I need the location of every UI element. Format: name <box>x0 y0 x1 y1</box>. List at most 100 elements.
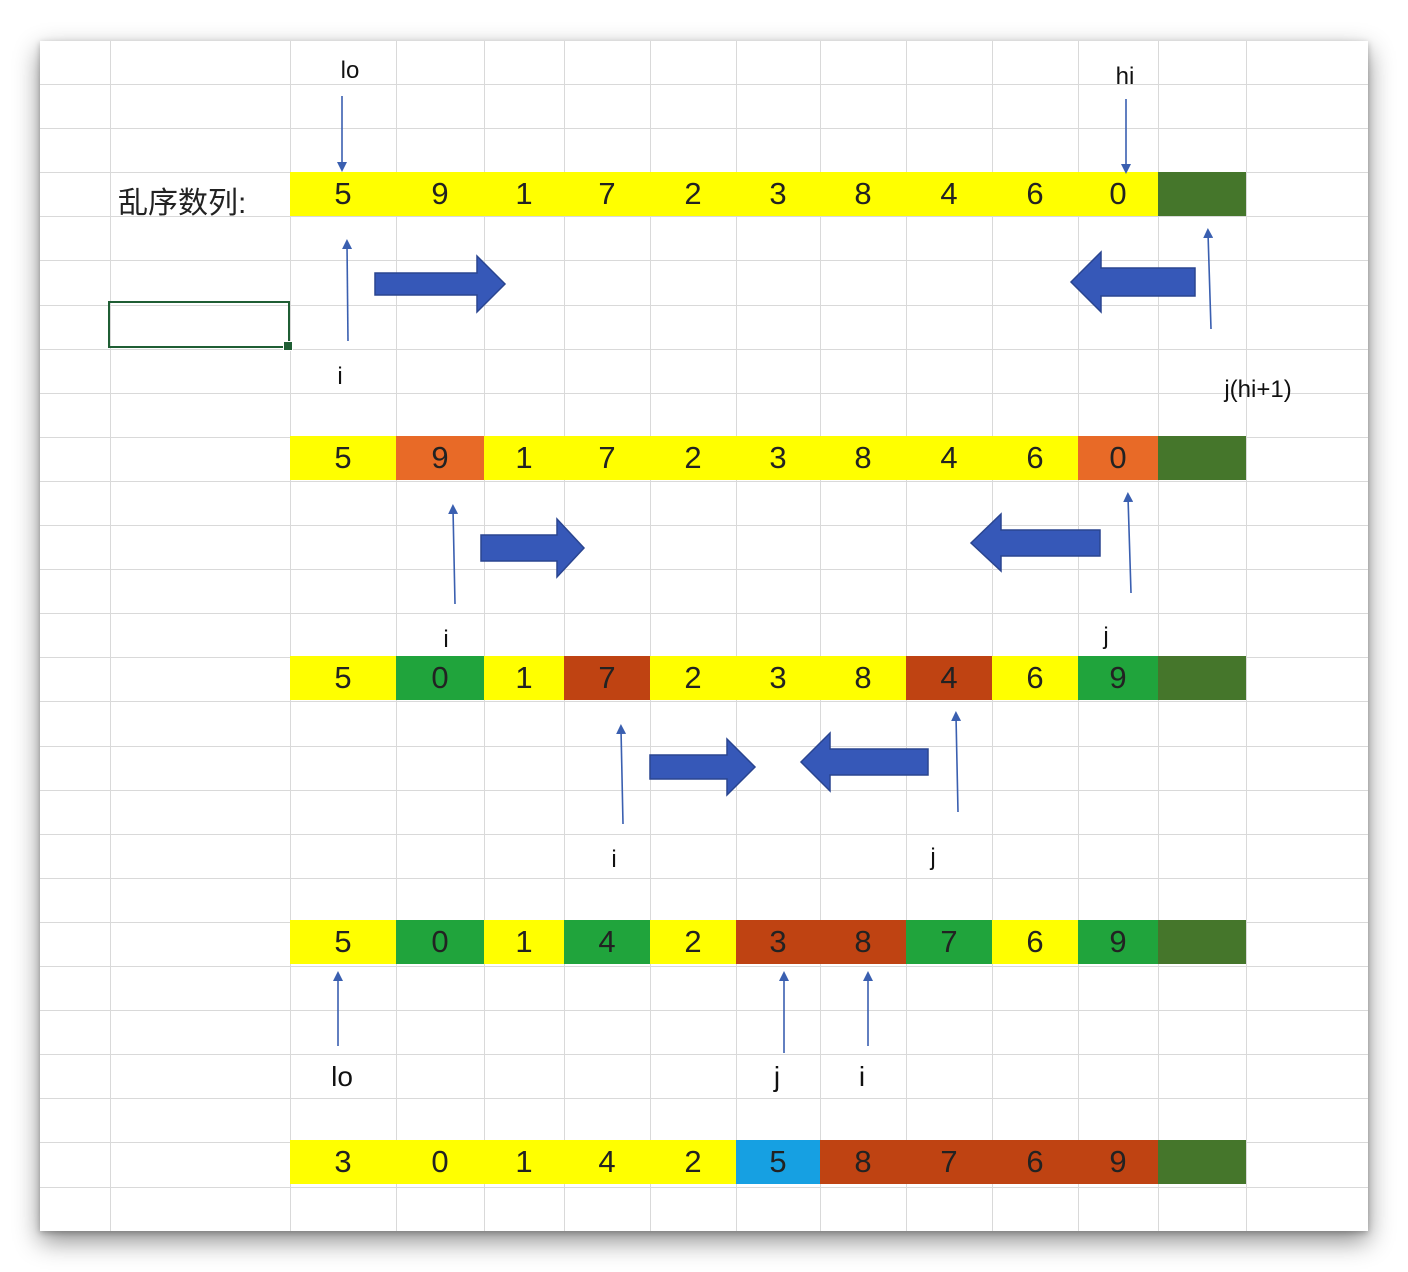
row-2-cell[interactable]: 9 <box>396 436 484 480</box>
pointer-j-2 <box>1123 492 1134 594</box>
row-5-cell[interactable]: 3 <box>290 1140 396 1184</box>
row-2-cell[interactable]: 0 <box>1078 436 1158 480</box>
row-5-cell[interactable]: 0 <box>396 1140 484 1184</box>
row-4-cell[interactable]: 1 <box>484 920 564 964</box>
selected-cell[interactable] <box>108 301 293 351</box>
label-j-2: j <box>1103 623 1109 650</box>
row-2-cell[interactable]: 7 <box>564 436 650 480</box>
row-2-cell[interactable]: 5 <box>290 436 396 480</box>
row-5-cell[interactable]: 6 <box>992 1140 1078 1184</box>
row-5-cell[interactable]: 4 <box>564 1140 650 1184</box>
row-1-cell[interactable]: 7 <box>564 172 650 216</box>
row-1-cell[interactable]: 2 <box>650 172 736 216</box>
gridline-row <box>40 701 1368 702</box>
row-4-cell[interactable]: 6 <box>992 920 1078 964</box>
row-5-cell[interactable]: 7 <box>906 1140 992 1184</box>
row-5-cell[interactable]: 2 <box>650 1140 736 1184</box>
gridline-row <box>40 746 1368 747</box>
row-3-cell[interactable]: 4 <box>906 656 992 700</box>
row-4-cell[interactable]: 2 <box>650 920 736 964</box>
row-5-cell[interactable]: 8 <box>820 1140 906 1184</box>
label-lo-top: lo <box>340 57 360 84</box>
row-5-sentinel-cell[interactable] <box>1158 1140 1246 1184</box>
row-4-cell[interactable]: 8 <box>820 920 906 964</box>
gridline-col <box>736 41 737 1231</box>
gridline-row <box>40 84 1368 85</box>
row-1-cell[interactable]: 3 <box>736 172 820 216</box>
row-4-cell[interactable]: 5 <box>290 920 396 964</box>
row-3-sentinel-cell[interactable] <box>1158 656 1246 700</box>
row-3-cell[interactable]: 8 <box>820 656 906 700</box>
row-2-cell[interactable]: 1 <box>484 436 564 480</box>
row-3-cell[interactable]: 6 <box>992 656 1078 700</box>
gridline-col <box>1246 41 1247 1231</box>
row-4-cell[interactable]: 3 <box>736 920 820 964</box>
row-3-cell[interactable]: 3 <box>736 656 820 700</box>
row-3-cell[interactable]: 1 <box>484 656 564 700</box>
row-2-cell[interactable]: 6 <box>992 436 1078 480</box>
row-5-cell[interactable]: 1 <box>484 1140 564 1184</box>
pointer-i-1 <box>342 239 353 342</box>
block-arrow-right-1 <box>374 254 507 314</box>
gridline-row <box>40 1187 1368 1188</box>
row-1-cell[interactable]: 0 <box>1078 172 1158 216</box>
gridline-row <box>40 216 1368 217</box>
row-1-sentinel-cell[interactable] <box>1158 172 1246 216</box>
row-4-cell[interactable]: 0 <box>396 920 484 964</box>
pointer-j-3 <box>951 711 962 813</box>
gridline-col <box>650 41 651 1231</box>
label-j-4: j <box>773 1061 781 1092</box>
label-i-2: i <box>443 626 449 653</box>
row-3-cell[interactable]: 9 <box>1078 656 1158 700</box>
row-3-cell[interactable]: 0 <box>396 656 484 700</box>
row-4-cell[interactable]: 7 <box>906 920 992 964</box>
fill-handle[interactable] <box>283 341 293 351</box>
row-4-cell[interactable]: 4 <box>564 920 650 964</box>
gridline-row <box>40 1010 1368 1011</box>
label-i-4: i <box>858 1061 866 1092</box>
row-1-cell[interactable]: 5 <box>290 172 396 216</box>
block-arrow-left-2 <box>969 512 1101 573</box>
pointer-i-3 <box>616 724 627 825</box>
row-5-cell[interactable]: 5 <box>736 1140 820 1184</box>
gridline-col <box>290 41 291 1231</box>
row-4-sentinel-cell[interactable] <box>1158 920 1246 964</box>
row-5-cell[interactable]: 9 <box>1078 1140 1158 1184</box>
gridline-col <box>484 41 485 1231</box>
row-1-cell[interactable]: 9 <box>396 172 484 216</box>
gridline-col <box>992 41 993 1231</box>
row-1-cell[interactable]: 1 <box>484 172 564 216</box>
row-2-cell[interactable]: 4 <box>906 436 992 480</box>
gridline-row <box>40 260 1368 261</box>
row-1-cell[interactable]: 6 <box>992 172 1078 216</box>
block-arrow-left-1 <box>1069 250 1196 314</box>
gridline-col <box>564 41 565 1231</box>
row-1-cell[interactable]: 8 <box>820 172 906 216</box>
pointer-i-2 <box>448 504 459 605</box>
gridline-col <box>820 41 821 1231</box>
row-3-cell[interactable]: 5 <box>290 656 396 700</box>
gridline-row <box>40 305 1368 306</box>
sequence-label: 乱序数列: <box>118 187 247 220</box>
gridline-row <box>40 1054 1368 1055</box>
gridline-row <box>40 349 1368 350</box>
row-4-cell[interactable]: 9 <box>1078 920 1158 964</box>
row-3-cell[interactable]: 2 <box>650 656 736 700</box>
gridline-row <box>40 613 1368 614</box>
row-2-sentinel-cell[interactable] <box>1158 436 1246 480</box>
row-2-cell[interactable]: 2 <box>650 436 736 480</box>
row-3-cell[interactable]: 7 <box>564 656 650 700</box>
block-arrow-right-3 <box>649 737 757 797</box>
row-2-cell[interactable]: 3 <box>736 436 820 480</box>
gridline-row <box>40 878 1368 879</box>
label-i-3: i <box>611 846 617 873</box>
gridline-row <box>40 790 1368 791</box>
gridline-col <box>1078 41 1079 1231</box>
gridline-row <box>40 525 1368 526</box>
gridline-row <box>40 393 1368 394</box>
gridline-row <box>40 569 1368 570</box>
row-2-cell[interactable]: 8 <box>820 436 906 480</box>
row-1-cell[interactable]: 4 <box>906 172 992 216</box>
label-j-1: j(hi+1) <box>1224 376 1292 403</box>
